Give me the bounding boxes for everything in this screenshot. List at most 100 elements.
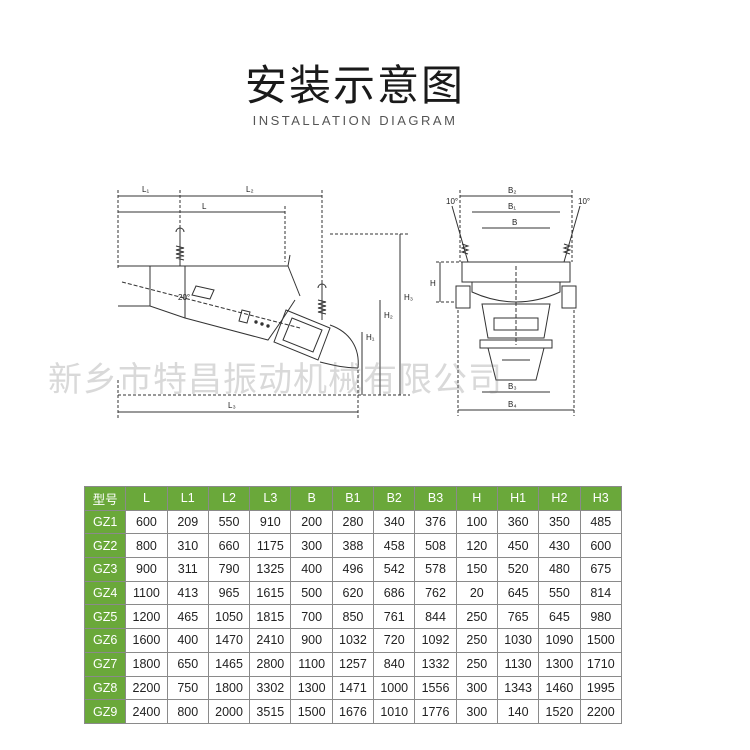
table-cell: 1010 <box>373 699 416 724</box>
table-cell: 620 <box>331 580 375 606</box>
column-header: H3 <box>579 486 623 511</box>
table-cell: 578 <box>414 557 457 582</box>
table-cell: 250 <box>455 628 498 653</box>
page-subtitle: INSTALLATION DIAGRAM <box>252 113 458 128</box>
table-cell: 844 <box>414 604 457 630</box>
table-cell: 300 <box>455 699 498 724</box>
table-cell: 250 <box>455 604 498 630</box>
table-cell: 1520 <box>538 699 581 724</box>
table-cell: 250 <box>455 651 498 677</box>
dim-label-angle-right: 10° <box>578 197 590 206</box>
dim-label-l2: L₂ <box>246 185 254 194</box>
table-cell: 1300 <box>538 651 581 677</box>
table-cell: 800 <box>166 699 209 724</box>
table-cell: 1030 <box>496 628 540 653</box>
table-cell: 209 <box>166 509 209 535</box>
dim-label-b1: B₁ <box>508 202 516 211</box>
model-cell: GZ3 <box>83 557 127 582</box>
table-cell: 645 <box>538 604 581 630</box>
table-cell: 1676 <box>331 699 375 724</box>
column-header: B1 <box>331 486 375 511</box>
table-cell: 2200 <box>579 699 623 724</box>
table-cell: 388 <box>331 533 375 559</box>
table-cell: 790 <box>207 557 251 582</box>
dim-label-angle-left: 10° <box>446 197 458 206</box>
column-header: L2 <box>207 486 251 511</box>
table-cell: 1300 <box>290 675 333 701</box>
table-cell: 542 <box>373 557 416 582</box>
model-cell: GZ5 <box>83 604 127 630</box>
table-cell: 500 <box>290 580 333 606</box>
table-cell: 686 <box>373 580 416 606</box>
column-header: H1 <box>496 486 540 511</box>
dim-label-h2: H₂ <box>384 311 393 320</box>
dim-label-b: B <box>512 218 517 227</box>
table-cell: 850 <box>331 604 375 630</box>
table-cell: 300 <box>455 675 498 701</box>
table-cell: 150 <box>455 557 498 582</box>
table-cell: 430 <box>538 533 581 559</box>
dim-label-h3: H₃ <box>404 293 413 302</box>
table-cell: 765 <box>496 604 540 630</box>
table-cell: 700 <box>290 604 333 630</box>
model-cell: GZ6 <box>83 628 127 653</box>
table-cell: 1776 <box>414 699 457 724</box>
table-cell: 600 <box>125 509 168 535</box>
table-cell: 600 <box>579 533 623 559</box>
dim-label-b4: B₄ <box>508 400 517 409</box>
table-cell: 762 <box>414 580 457 606</box>
table-cell: 350 <box>538 509 581 535</box>
column-header: L3 <box>249 486 292 511</box>
company-watermark: 新乡市特昌振动机械有限公司 <box>48 360 503 400</box>
table-cell: 965 <box>207 580 251 606</box>
table-cell: 1815 <box>249 604 292 630</box>
table-cell: 761 <box>373 604 416 630</box>
column-header: B <box>290 486 333 511</box>
model-cell: GZ8 <box>83 675 127 701</box>
table-cell: 1000 <box>373 675 416 701</box>
dim-label-b3: B₃ <box>508 382 517 391</box>
table-cell: 200 <box>290 509 333 535</box>
table-cell: 1460 <box>538 675 581 701</box>
table-cell: 1600 <box>125 628 168 653</box>
dim-label-b2: B₂ <box>508 186 516 195</box>
dim-label-angle: 20° <box>178 293 190 302</box>
table-cell: 660 <box>207 533 251 559</box>
table-cell: 1471 <box>331 675 375 701</box>
column-header: H2 <box>538 486 581 511</box>
table-cell: 1465 <box>207 651 251 677</box>
table-cell: 650 <box>166 651 209 677</box>
table-cell: 20 <box>455 580 498 606</box>
table-cell: 550 <box>538 580 581 606</box>
table-cell: 550 <box>207 509 251 535</box>
table-cell: 814 <box>579 580 623 606</box>
table-cell: 1257 <box>331 651 375 677</box>
table-cell: 120 <box>455 533 498 559</box>
table-cell: 2410 <box>249 628 292 653</box>
table-cell: 1800 <box>207 675 251 701</box>
table-cell: 458 <box>373 533 416 559</box>
table-cell: 496 <box>331 557 375 582</box>
dim-label-l3: L₃ <box>228 401 236 410</box>
column-header: H <box>455 486 498 511</box>
table-cell: 910 <box>249 509 292 535</box>
table-cell: 1100 <box>290 651 333 677</box>
table-cell: 1200 <box>125 604 168 630</box>
table-cell: 720 <box>373 628 416 653</box>
table-cell: 1343 <box>496 675 540 701</box>
table-cell: 900 <box>290 628 333 653</box>
table-cell: 1032 <box>331 628 375 653</box>
table-cell: 1100 <box>125 580 168 606</box>
table-cell: 1710 <box>579 651 623 677</box>
table-cell: 1615 <box>249 580 292 606</box>
table-cell: 1090 <box>538 628 581 653</box>
column-header: L1 <box>166 486 209 511</box>
table-cell: 1050 <box>207 604 251 630</box>
